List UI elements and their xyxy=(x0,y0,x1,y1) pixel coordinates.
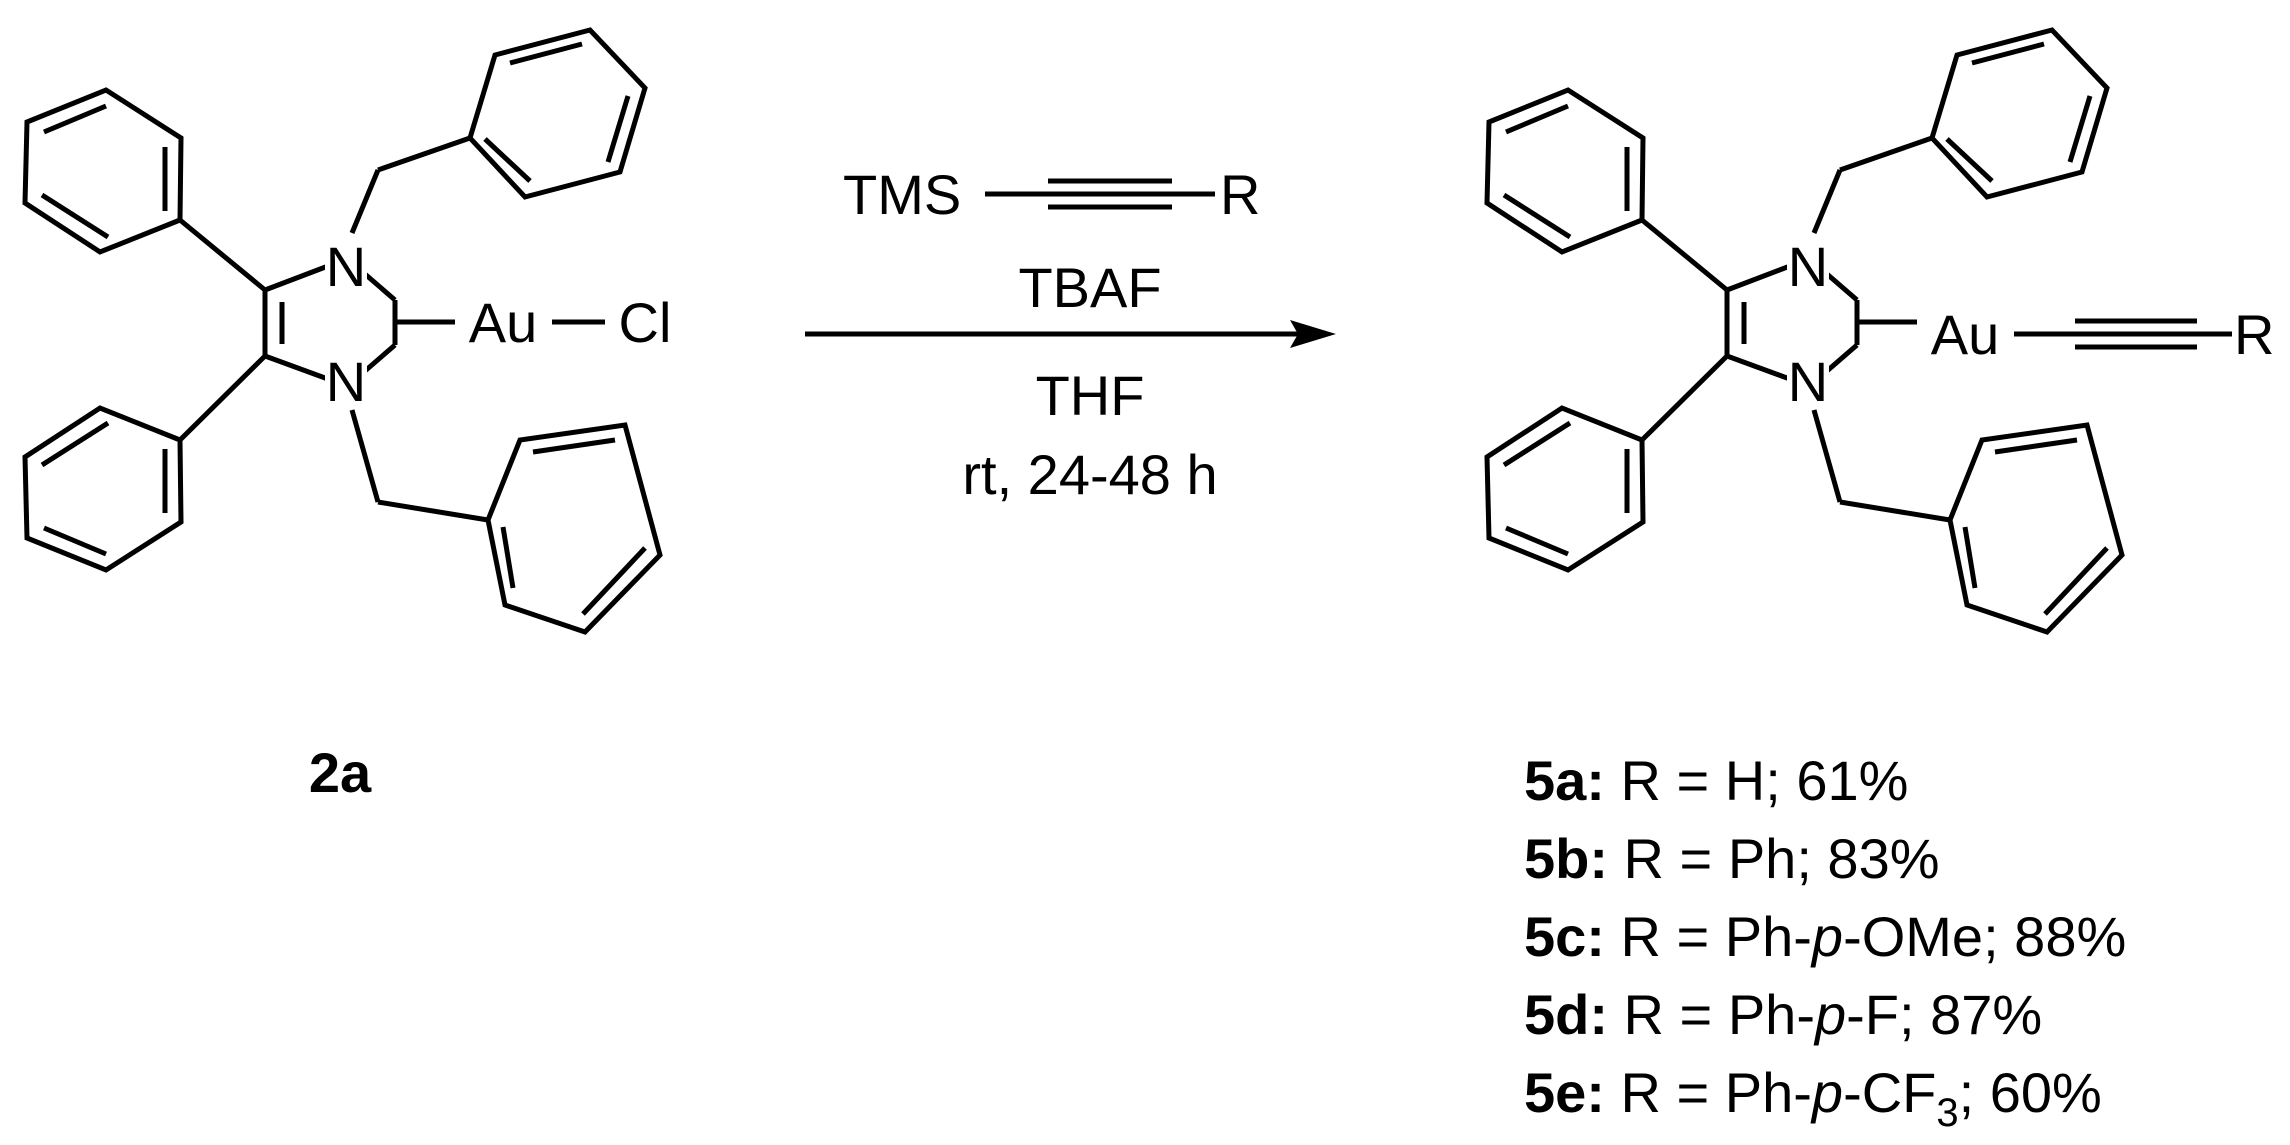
product-r: R xyxy=(2234,303,2274,366)
reactant-au: Au xyxy=(469,291,538,354)
ch2-ph-bond-top xyxy=(377,135,471,173)
product-n-top: N xyxy=(1788,235,1828,298)
reagent-tbaf: TBAF xyxy=(1018,256,1161,319)
reagent-r: R xyxy=(1220,163,1260,226)
ch2-ph-bond-bottom xyxy=(377,499,489,523)
c5-ph-bond xyxy=(178,354,267,442)
entry-5a: 5a: R = H; 61% xyxy=(1524,749,1908,812)
product-n-bottom: N xyxy=(1788,350,1828,413)
c4-ph-bond xyxy=(178,218,267,292)
phenyl-ring-bottom-left xyxy=(22,405,184,573)
phenyl-ring-top-left xyxy=(22,87,184,255)
solvent-thf: THF xyxy=(1036,364,1145,427)
reaction-conditions: TMS R TBAF THF rt, 24-48 h xyxy=(805,163,1336,506)
product-phenyl-top-benzyl xyxy=(1929,27,2110,200)
product-au: Au xyxy=(1931,303,2000,366)
phenyl-ring-top-benzyl xyxy=(467,27,648,200)
phenyl-ring-bottom-benzyl xyxy=(485,422,663,635)
reaction-arrow-head xyxy=(1290,320,1336,348)
product-structure: N N Au R xyxy=(1484,27,2274,635)
n1-ch2-bond xyxy=(349,169,381,234)
reactant-structure: N N Au Cl 2a xyxy=(22,27,672,804)
reactant-n-bottom: N xyxy=(326,350,366,413)
entry-5e: 5e: R = Ph-p-CF3; 60% xyxy=(1524,1061,2102,1135)
product-phenyl-top-left xyxy=(1484,87,1646,255)
reactant-n-top: N xyxy=(326,235,366,298)
product-entries: 5a: R = H; 61% 5b: R = Ph; 83% 5c: R = P… xyxy=(1524,749,2126,1135)
reagent-triple-bond xyxy=(1048,178,1172,210)
n3-ch2-bond xyxy=(349,409,381,503)
product-phenyl-bottom-benzyl xyxy=(1947,422,2125,635)
entry-5b: 5b: R = Ph; 83% xyxy=(1524,827,1940,890)
entry-5c: 5c: R = Ph-p-OMe; 88% xyxy=(1524,905,2126,968)
reaction-time-temp: rt, 24-48 h xyxy=(962,443,1217,506)
entry-5d: 5d: R = Ph-p-F; 87% xyxy=(1524,983,2042,1046)
reactant-compound-label: 2a xyxy=(309,741,372,804)
reactant-cl: Cl xyxy=(619,291,672,354)
product-phenyl-bottom-left xyxy=(1484,405,1646,573)
reagent-tms: TMS xyxy=(843,163,961,226)
product-triple-bond xyxy=(2075,318,2197,350)
